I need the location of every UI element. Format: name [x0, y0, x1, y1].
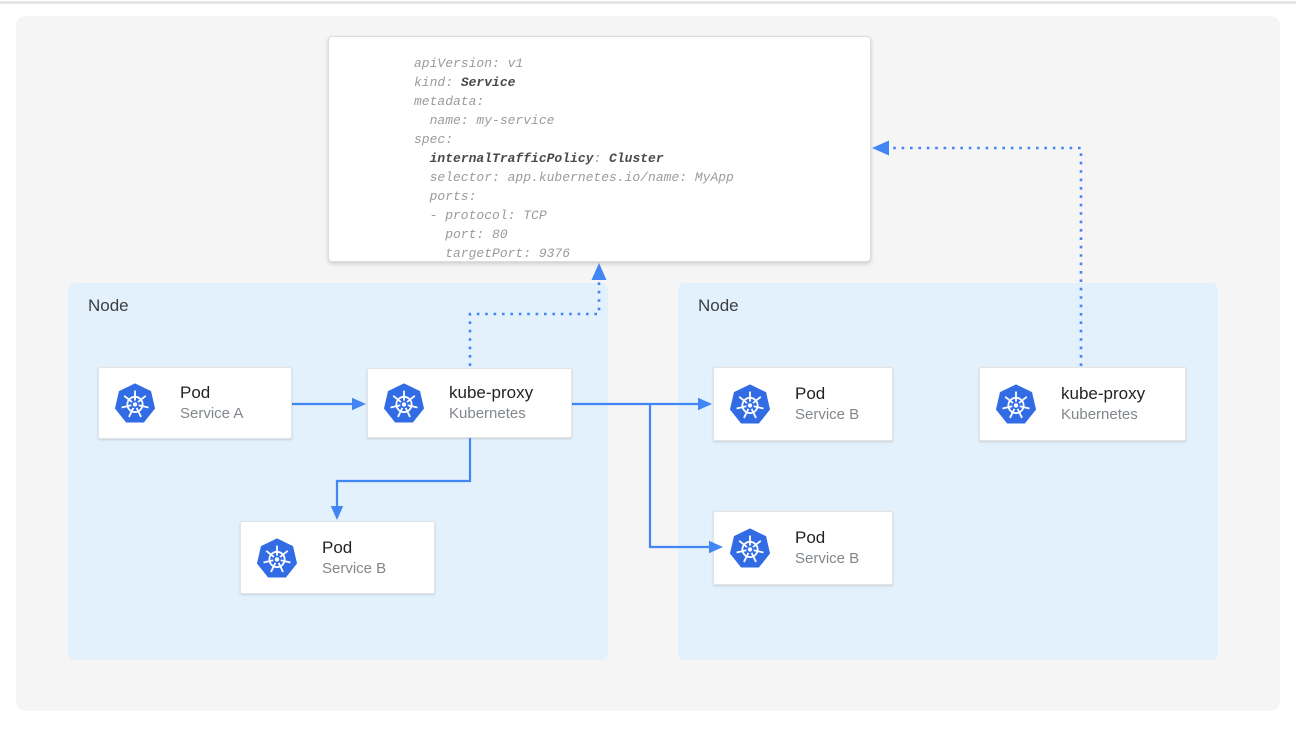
code-line: apiVersion: v1	[414, 56, 524, 71]
node-label: Node	[88, 296, 129, 315]
code-text: kind:	[414, 75, 461, 90]
pod-card-service-b-left: Pod Service B	[240, 521, 435, 594]
pod-card-service-b-right-top: Pod Service B	[713, 367, 893, 441]
top-divider	[0, 1, 1296, 4]
code-line: targetPort: 9376	[414, 246, 571, 261]
kubernetes-icon	[114, 383, 156, 423]
code-line: - protocol: TCP	[414, 208, 547, 223]
card-subtitle: Service B	[795, 406, 860, 423]
diagram-canvas: apiVersion: v1 kind: Service metadata: n…	[16, 16, 1280, 711]
card-title: Pod	[180, 383, 211, 402]
card-subtitle: Service B	[795, 550, 860, 567]
card-subtitle: Kubernetes	[1061, 406, 1138, 423]
kube-proxy-card-left: kube-proxy Kubernetes	[367, 368, 572, 438]
code-line: selector: app.kubernetes.io/name: MyApp	[414, 170, 734, 185]
kube-proxy-card-right: kube-proxy Kubernetes	[979, 367, 1186, 441]
card-subtitle: Kubernetes	[449, 405, 526, 422]
card-title: Pod	[322, 537, 353, 557]
code-text: :	[593, 151, 610, 166]
code-line: name: my-service	[414, 113, 555, 128]
kubernetes-icon	[995, 384, 1037, 424]
card-title: Pod	[795, 384, 826, 403]
kubernetes-icon	[256, 537, 298, 577]
node-box-right: Node	[678, 283, 1218, 660]
node-label: Node	[698, 296, 739, 315]
code-line: spec:	[414, 132, 454, 147]
code-line: metadata:	[414, 94, 485, 109]
kubernetes-icon	[729, 384, 771, 424]
kubernetes-icon	[729, 528, 771, 568]
code-line: port: 80	[414, 227, 508, 242]
card-title: kube-proxy	[449, 383, 534, 402]
card-subtitle: Service B	[322, 559, 387, 577]
code-text-bold: Cluster	[609, 151, 664, 166]
card-title: Pod	[795, 528, 826, 547]
pod-card-service-b-right-bottom: Pod Service B	[713, 511, 893, 585]
card-title: kube-proxy	[1061, 384, 1146, 403]
code-text-bold: Service	[460, 75, 516, 90]
service-yaml-card: apiVersion: v1 kind: Service metadata: n…	[328, 36, 871, 262]
kubernetes-icon	[383, 383, 425, 423]
code-line: ports:	[414, 189, 477, 204]
code-line: internalTrafficPolicy: Cluster	[414, 149, 870, 168]
code-line: kind: Service	[414, 73, 870, 92]
code-text	[414, 151, 430, 166]
code-text-bold: internalTrafficPolicy	[429, 151, 594, 166]
card-subtitle: Service A	[180, 405, 244, 422]
node-box-left: Node	[68, 283, 608, 660]
pod-card-service-a: Pod Service A	[98, 367, 292, 439]
